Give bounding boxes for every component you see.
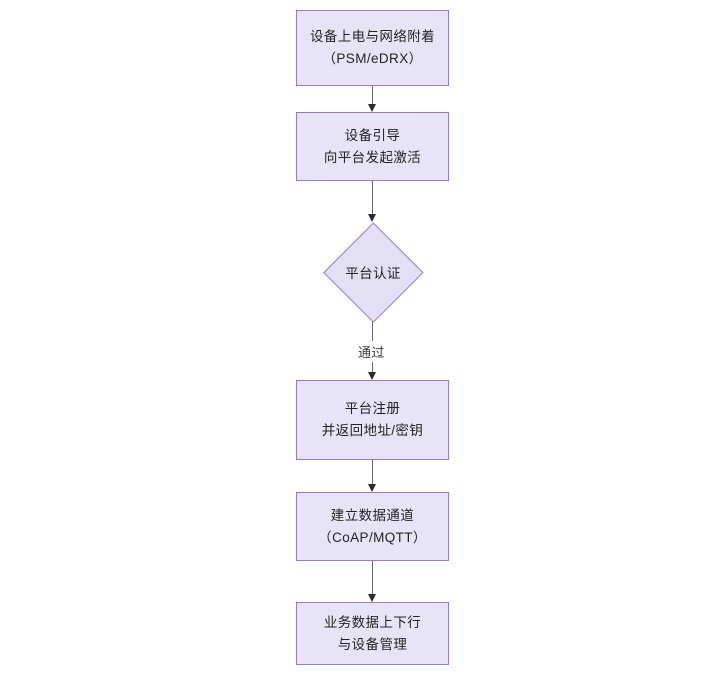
node-service-data[interactable]: 业务数据上下行 与设备管理 — [296, 602, 449, 665]
arrowhead-auth-to-register — [368, 372, 376, 380]
node-power-on-line-1: 设备上电与网络附着 — [309, 29, 436, 44]
node-register-line-1: 平台注册 — [344, 401, 401, 416]
node-bootstrap-line-2: 向平台发起激活 — [323, 149, 422, 165]
connector-channel-to-service — [372, 561, 373, 594]
node-service-data-line-1: 业务数据上下行 — [323, 614, 422, 630]
connector-bootstrap-to-auth — [372, 181, 373, 214]
arrowhead-channel-to-service — [368, 594, 376, 602]
edge-label-pass: 通过 — [355, 341, 388, 362]
node-register-line-2: 并返回地址/密钥 — [321, 423, 424, 438]
node-data-channel-line-1: 建立数据通道 — [330, 507, 415, 523]
node-bootstrap[interactable]: 设备引导 向平台发起激活 — [296, 112, 449, 181]
node-auth-decision-label: 平台认证 — [345, 266, 401, 281]
node-power-on[interactable]: 设备上电与网络附着 （PSM/eDRX） — [296, 10, 449, 86]
arrowhead-register-to-channel — [368, 484, 376, 492]
node-register[interactable]: 平台注册 并返回地址/密钥 — [296, 380, 449, 460]
connector-power-to-bootstrap — [372, 86, 373, 104]
node-auth-decision[interactable]: 平台认证 — [323, 222, 423, 322]
arrowhead-power-to-bootstrap — [368, 104, 376, 112]
node-data-channel[interactable]: 建立数据通道 （CoAP/MQTT） — [296, 492, 449, 561]
node-bootstrap-line-1: 设备引导 — [344, 127, 401, 143]
node-data-channel-line-2: （CoAP/MQTT） — [318, 529, 427, 545]
connector-register-to-channel — [372, 460, 373, 484]
arrowhead-bootstrap-to-auth — [368, 214, 376, 222]
node-service-data-line-2: 与设备管理 — [337, 636, 408, 652]
node-power-on-line-2: （PSM/eDRX） — [322, 51, 423, 66]
